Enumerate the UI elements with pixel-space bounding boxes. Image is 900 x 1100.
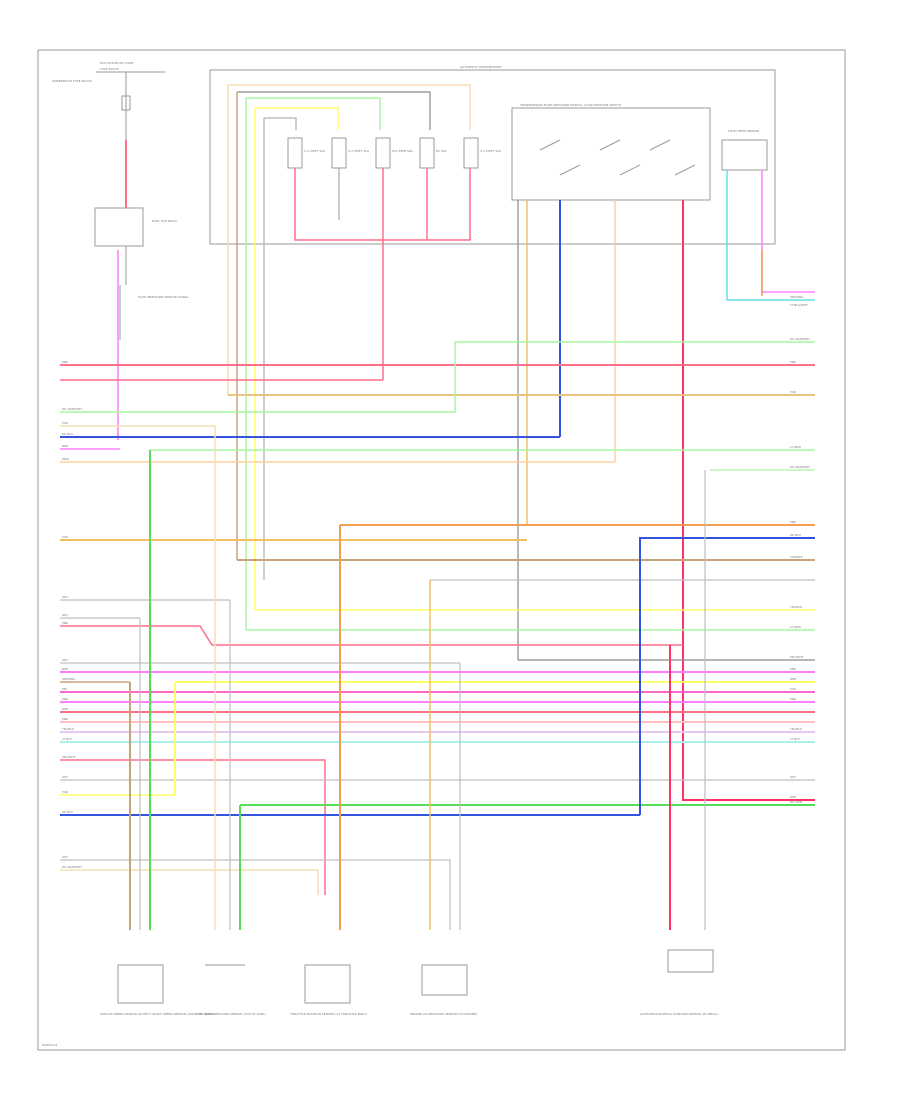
wire-color-label: YEL/BLK (62, 727, 75, 731)
wire-color-label: PNK (62, 717, 69, 721)
component-label-4: ENGINE OIL PRESSURE SENSOR (LH ENGINE) (410, 1012, 477, 1016)
wire-color-label: PPL/WHT (790, 655, 804, 659)
wire-color-label: DK BLU (62, 432, 73, 436)
component-label-3: THROTTLE POSITION SENSOR (AT THROTTLE BO… (289, 1012, 367, 1016)
component-label-5: ACCELERATOR PEDAL POSITION SENSOR (AT PE… (640, 1012, 719, 1016)
wire-color-label: GRY (62, 613, 68, 617)
switch-header: TRANSMISSION FLUID PRESSURE MANUAL VALVE… (519, 103, 621, 107)
fuse-symbol (121, 95, 131, 111)
wire-color-label: DK GRN/WHT (62, 407, 82, 411)
wire-color-label: DK GRN/WHT (62, 865, 82, 869)
wire-color-label: RED (62, 444, 69, 448)
diagram-frame (37, 49, 846, 1051)
left-wire-labels: PNK DK GRN/WHT TAN DK BLU RED ORN TAN GR… (61, 360, 82, 869)
wire-color-label: ORN/BLK (790, 295, 804, 299)
solenoid-label-4: PC SOL (436, 149, 447, 153)
wire-color-label: PNK (790, 667, 797, 671)
wire-color-label: TAN (789, 390, 796, 394)
right-wire-labels: ORN/BLK LT BLU/WHT DK GRN/WHT PNK TAN LT… (789, 295, 810, 804)
fuse-block-label: FUSE BLOCK (100, 67, 120, 71)
pressure-switch-assembly: TRANSMISSION FLUID PRESSURE MANUAL VALVE… (511, 103, 711, 201)
component-label-1: VEHICLE SPEED SENSOR (OUTPUT SHAFT SPEED… (100, 1012, 215, 1016)
wire-color-label: LT BLU (790, 737, 800, 741)
wire-color-label: LT GRN (790, 625, 801, 629)
module-vertical-wires (227, 84, 815, 786)
wire-color-label: ORN/BLK (62, 677, 76, 681)
wire-color-label: TAN/BLK (789, 555, 804, 559)
wire-color-label: PPL (62, 687, 68, 691)
bottom-components: VEHICLE SPEED SENSOR (OUTPUT SHAFT SPEED… (100, 949, 719, 1016)
wire-color-label: GRY (62, 595, 68, 599)
wire-color-label: TAN (61, 421, 68, 425)
wire-color-label: GRY (790, 775, 796, 779)
relay-box (94, 207, 144, 247)
wire-color-label: DK BLU (62, 810, 73, 814)
wire-color-label: TAN (61, 535, 68, 539)
tps-box (304, 964, 351, 1004)
wire-color-label: LT GRN (790, 445, 801, 449)
wire-color-label: PNK (62, 697, 69, 701)
sensor-signal-label: FLUID PRESSURE SENSOR SIGNAL (138, 295, 189, 299)
wire-color-label: RED (62, 707, 69, 711)
wire-color-label: DK BLU (790, 533, 801, 537)
wire-color-label: DK GRN/WHT (790, 337, 810, 341)
wire-color-label: PNK (62, 360, 69, 364)
wire-color-label: PNK (790, 360, 797, 364)
wire-color-label: GRY (62, 775, 68, 779)
footer-code: W0043-01 (42, 1043, 58, 1047)
wire-color-label: YEL/BLK (790, 605, 803, 609)
wire-color-label: TAN (789, 687, 796, 691)
wire-color-label: LT BLU/WHT (790, 303, 808, 307)
transmission-box (209, 69, 776, 245)
solenoid-label-3: TCC PWM SOL (391, 149, 413, 153)
app-sensor-box (667, 949, 714, 973)
underhood-fuse-box-label: UNDERHOOD FUSE BLOCK (52, 79, 93, 83)
wire-color-label: PNK (790, 697, 797, 701)
solenoid-label-1: 1-2 SHIFT SOL (304, 149, 326, 153)
component-label-2: FUEL TANK PRESSURE SENSOR (TOP OF TANK) (196, 1012, 266, 1016)
wire-color-label: DK GRN (790, 800, 802, 804)
wire-color-label: LT BLU (62, 737, 72, 741)
wire-color-label: PNK (62, 621, 69, 625)
vss-box (117, 964, 164, 1004)
wire-color-label: YEL/BLK (790, 727, 803, 731)
module-header: AUTOMATIC TRANSMISSION (460, 65, 501, 69)
solenoid-label-2: 2-3 SHIFT SOL (348, 149, 370, 153)
wire-color-label: ORN (62, 457, 69, 461)
hot-in-run-label: HOT IN RUN OR START (100, 61, 134, 65)
solenoid-label-5: 3-2 SHIFT SOL (480, 149, 502, 153)
wire-color-label: PNK (790, 520, 797, 524)
wire-color-label: RED (790, 795, 797, 799)
transmission-module: AUTOMATIC TRANSMISSION 1-2 SHIFT SOL 2-3… (209, 65, 776, 380)
wire-color-label: RED (62, 667, 69, 671)
wire-color-label: GRY (62, 855, 68, 859)
relay-label: PCM/ TCM RELAY (152, 219, 177, 223)
power-feed-section: HOT IN RUN OR START FUSE BLOCK UNDERHOOD… (52, 61, 189, 440)
component-drops (129, 426, 706, 930)
fluid-temp-label: FLUID TEMP SENSOR (728, 129, 759, 133)
wire-color-label: TAN (61, 790, 68, 794)
wire-color-label: RED (790, 677, 797, 681)
wire-color-label: DK GRN/WHT (790, 465, 810, 469)
wire-color-label: GRY (62, 658, 68, 662)
solenoid-group: 1-2 SHIFT SOL 2-3 SHIFT SOL TCC PWM SOL … (287, 137, 502, 380)
oil-pressure-box (421, 964, 468, 996)
harness-wires (60, 341, 815, 930)
wire-color-label: PPL/WHT (62, 755, 76, 759)
